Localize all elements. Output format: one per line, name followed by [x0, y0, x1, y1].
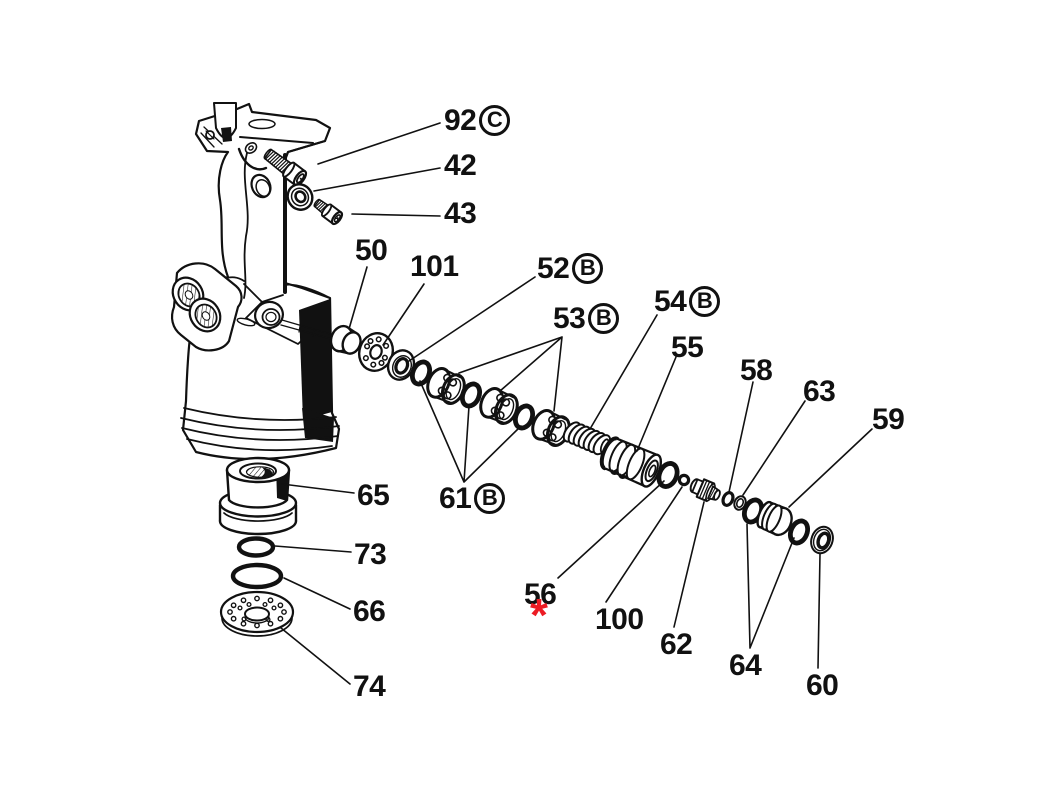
- callout-65: 65: [357, 479, 390, 512]
- callout-58-number: 58: [740, 354, 773, 387]
- ram-rod: [213, 102, 237, 142]
- callout-64-number: 64: [729, 649, 762, 682]
- callout-66-number: 66: [353, 595, 386, 628]
- callout-53: 53 B: [553, 302, 620, 335]
- callout-42: 42: [444, 149, 477, 182]
- callout-64: 64: [729, 649, 762, 682]
- callout-61-number: 61: [439, 482, 472, 515]
- callout-55: 55: [671, 331, 704, 364]
- part-43-screw: [313, 198, 344, 226]
- part-92-screw: [263, 148, 308, 187]
- part-66-oring: [230, 562, 284, 590]
- part-73-oring: [236, 536, 276, 558]
- part-59-cap: [756, 500, 793, 537]
- callout-92: 92 C: [444, 104, 511, 137]
- callout-65-number: 65: [357, 479, 390, 512]
- part-60-seal-ring: [810, 525, 834, 555]
- callout-43-number: 43: [444, 197, 477, 230]
- callout-56-number: 56: [524, 578, 557, 611]
- callout-63: 63: [803, 375, 836, 408]
- callout-42-number: 42: [444, 149, 477, 182]
- callout-52-number: 52: [537, 252, 570, 285]
- hole-for-screw-92: [244, 142, 258, 154]
- callout-61-badge: B: [474, 482, 506, 514]
- part-100-ball: [677, 473, 691, 487]
- part-55-valve-spool: [599, 436, 663, 488]
- part-61-oring-2: [459, 381, 483, 408]
- side-port: [254, 300, 338, 341]
- part-65-bushing: [218, 456, 298, 536]
- callout-66: 66: [353, 595, 386, 628]
- callout-101-number: 101: [410, 250, 459, 283]
- callout-60: 60: [806, 669, 839, 702]
- part-52-seal-ring: [386, 349, 416, 381]
- callout-54-badge: B: [689, 285, 721, 317]
- pump-body: [170, 102, 341, 461]
- callout-74: 74: [353, 670, 386, 703]
- callout-53-number: 53: [553, 302, 586, 335]
- part-74-filter-disc: [219, 590, 295, 637]
- callout-61: 61 B: [439, 482, 506, 515]
- callout-43: 43: [444, 197, 477, 230]
- callout-92-number: 92: [444, 104, 477, 137]
- part-42-washer: [286, 183, 314, 211]
- part-58-oring: [719, 489, 737, 509]
- callout-59-number: 59: [872, 403, 905, 436]
- callout-52: 52 B: [537, 252, 604, 285]
- callout-62-number: 62: [660, 628, 693, 661]
- front-port-lower: [188, 297, 222, 333]
- part-54-spring: [562, 421, 612, 456]
- callout-101: 101: [410, 252, 459, 282]
- callout-53-badge: B: [588, 302, 620, 334]
- callout-92-badge: C: [479, 104, 511, 136]
- callout-58: 58: [740, 354, 773, 387]
- callout-74-number: 74: [353, 670, 386, 703]
- callout-73: 73: [354, 538, 387, 571]
- part-56-oring: [656, 461, 680, 489]
- callout-100: 100: [595, 605, 644, 635]
- callout-100-number: 100: [595, 603, 644, 636]
- part-62-fitting: [689, 478, 721, 503]
- callout-54-number: 54: [654, 285, 687, 318]
- callout-50-number: 50: [355, 234, 388, 267]
- callout-54: 54 B: [654, 285, 721, 318]
- part-50-plug: [329, 324, 362, 355]
- callout-56: 56: [524, 578, 557, 611]
- callout-50: 50: [355, 234, 388, 267]
- footnote-asterisk: *: [530, 589, 548, 641]
- callout-63-number: 63: [803, 375, 836, 408]
- callout-73-number: 73: [354, 538, 387, 571]
- callout-55-number: 55: [671, 331, 704, 364]
- leader-lines: [274, 122, 873, 685]
- threaded-rim: [180, 407, 340, 452]
- callout-52-badge: B: [572, 252, 604, 284]
- callout-59: 59: [872, 403, 905, 436]
- callout-60-number: 60: [806, 669, 839, 702]
- callout-62: 62: [660, 628, 693, 661]
